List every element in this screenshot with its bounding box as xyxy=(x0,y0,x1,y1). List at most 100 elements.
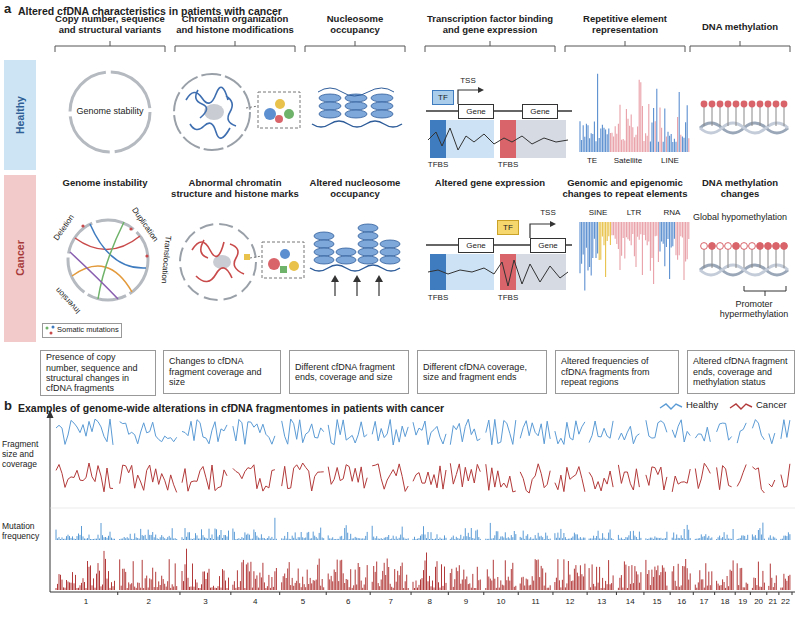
label: Mutation frequency xyxy=(2,522,48,542)
healthy-trace xyxy=(328,420,367,445)
healthy-trace xyxy=(486,419,516,444)
label: LINE xyxy=(656,156,684,165)
lollipop-stem xyxy=(744,248,745,268)
methyl-group xyxy=(773,243,780,250)
label: 20 xyxy=(748,597,770,606)
repeat-bar xyxy=(583,125,584,152)
cancer-trace xyxy=(737,465,746,487)
lollipop-stem xyxy=(728,106,729,126)
repeat-bar xyxy=(594,122,595,152)
label: Genome stability xyxy=(72,106,148,116)
repeat-bar xyxy=(637,222,638,237)
lollipop-stem xyxy=(784,248,785,268)
methyl-group xyxy=(725,243,732,250)
cancer-trace xyxy=(769,480,775,487)
repeat-bar xyxy=(680,135,681,152)
repeat-bar xyxy=(683,138,684,152)
repeat-bar xyxy=(627,222,628,239)
repeat-bar xyxy=(642,222,643,275)
healthy-trace xyxy=(717,423,732,440)
heading: Genome instability xyxy=(50,178,160,189)
cancer-trace xyxy=(695,463,710,488)
repeat-bar xyxy=(669,136,670,152)
healthy-trace xyxy=(769,433,775,444)
repeat-bar xyxy=(666,222,667,247)
lollipop-stem xyxy=(720,106,721,126)
heading: Genomic and epigenomic changes to repeat… xyxy=(560,178,690,200)
label: Global hypomethylation xyxy=(685,212,795,222)
label: 22 xyxy=(774,597,796,606)
mutation-bars xyxy=(450,565,480,590)
mutation-bars xyxy=(282,559,324,590)
repeat-bar xyxy=(603,128,604,152)
repeat-bar xyxy=(653,108,654,152)
axis-tick xyxy=(693,592,694,595)
node-text: Changes to cfDNA fragment coverage and s… xyxy=(169,356,275,387)
label: 1 xyxy=(75,597,97,606)
mutation-bars xyxy=(182,528,229,540)
mutation-bars xyxy=(737,535,748,540)
methyl-group xyxy=(701,101,708,108)
label: 6 xyxy=(337,597,359,606)
repeat-bar xyxy=(663,142,664,152)
label: TFBS xyxy=(493,160,523,169)
cancer-trace xyxy=(486,464,516,492)
mutation-bars xyxy=(781,532,790,540)
description-box: Presence of copy number, sequence and st… xyxy=(40,350,156,396)
label-box: TF xyxy=(432,90,454,105)
repeat-bar xyxy=(674,222,675,239)
axis-tick xyxy=(587,592,588,595)
axis-tick xyxy=(616,592,617,595)
mutation-bars xyxy=(486,523,516,540)
methyl-group xyxy=(749,101,756,108)
repeat-bar xyxy=(611,222,612,235)
lollipop-stem xyxy=(728,248,729,268)
repeat-bar xyxy=(672,142,673,152)
mutation-bars xyxy=(328,560,367,590)
methyl-group xyxy=(757,243,764,250)
label: Promoter hypermethylation xyxy=(709,299,799,320)
mutation-bars xyxy=(618,561,641,590)
repeat-bar xyxy=(658,222,659,262)
node-text: Somatic mutations xyxy=(57,326,119,335)
repeat-bar xyxy=(648,222,649,241)
heading: Chromatin organization and histone modif… xyxy=(173,14,297,36)
cancer-trace xyxy=(589,471,613,491)
healthy-trace xyxy=(282,419,324,444)
repeat-bar xyxy=(645,222,646,240)
node-text: Different cfDNA coverage, size and fragm… xyxy=(423,362,541,383)
lollipop-stem xyxy=(704,248,705,268)
legend-label: Healthy xyxy=(686,400,718,411)
repeat-bar xyxy=(687,105,688,152)
repeat-bar xyxy=(672,222,673,246)
mutation-bars xyxy=(589,560,613,590)
repeat-bar xyxy=(661,128,662,152)
repeat-bar xyxy=(679,92,680,152)
repeat-bar xyxy=(579,121,580,152)
lollipop-stem xyxy=(736,106,737,126)
axis-tick xyxy=(117,592,118,595)
repeat-bar xyxy=(648,104,649,152)
repeat-bar xyxy=(600,128,601,152)
healthy-trace xyxy=(120,422,177,444)
cancer-trace xyxy=(672,469,690,492)
description-box: Altered cfDNA fragment ends, coverage an… xyxy=(687,350,795,394)
description-box: Changes to cfDNA fragment coverage and s… xyxy=(163,350,281,394)
mutation-bars xyxy=(717,529,734,540)
repeat-bar xyxy=(586,124,587,152)
repeat-bar xyxy=(605,222,606,277)
methyl-group xyxy=(717,101,724,108)
healthy-trace xyxy=(752,420,764,440)
repeat-bar xyxy=(661,222,662,241)
repeat-bar xyxy=(583,222,584,255)
label-box: Gene xyxy=(530,238,566,253)
axis-tick xyxy=(750,592,751,595)
cancer-trace xyxy=(450,463,480,487)
label: TSS xyxy=(456,76,480,85)
label: Translocation xyxy=(158,224,173,295)
label: TE xyxy=(582,156,602,165)
repeat-bar xyxy=(647,136,648,152)
heading: Nucleosome occupancy xyxy=(303,14,407,36)
mutation-bars xyxy=(618,531,641,540)
repeat-bar xyxy=(616,222,617,244)
